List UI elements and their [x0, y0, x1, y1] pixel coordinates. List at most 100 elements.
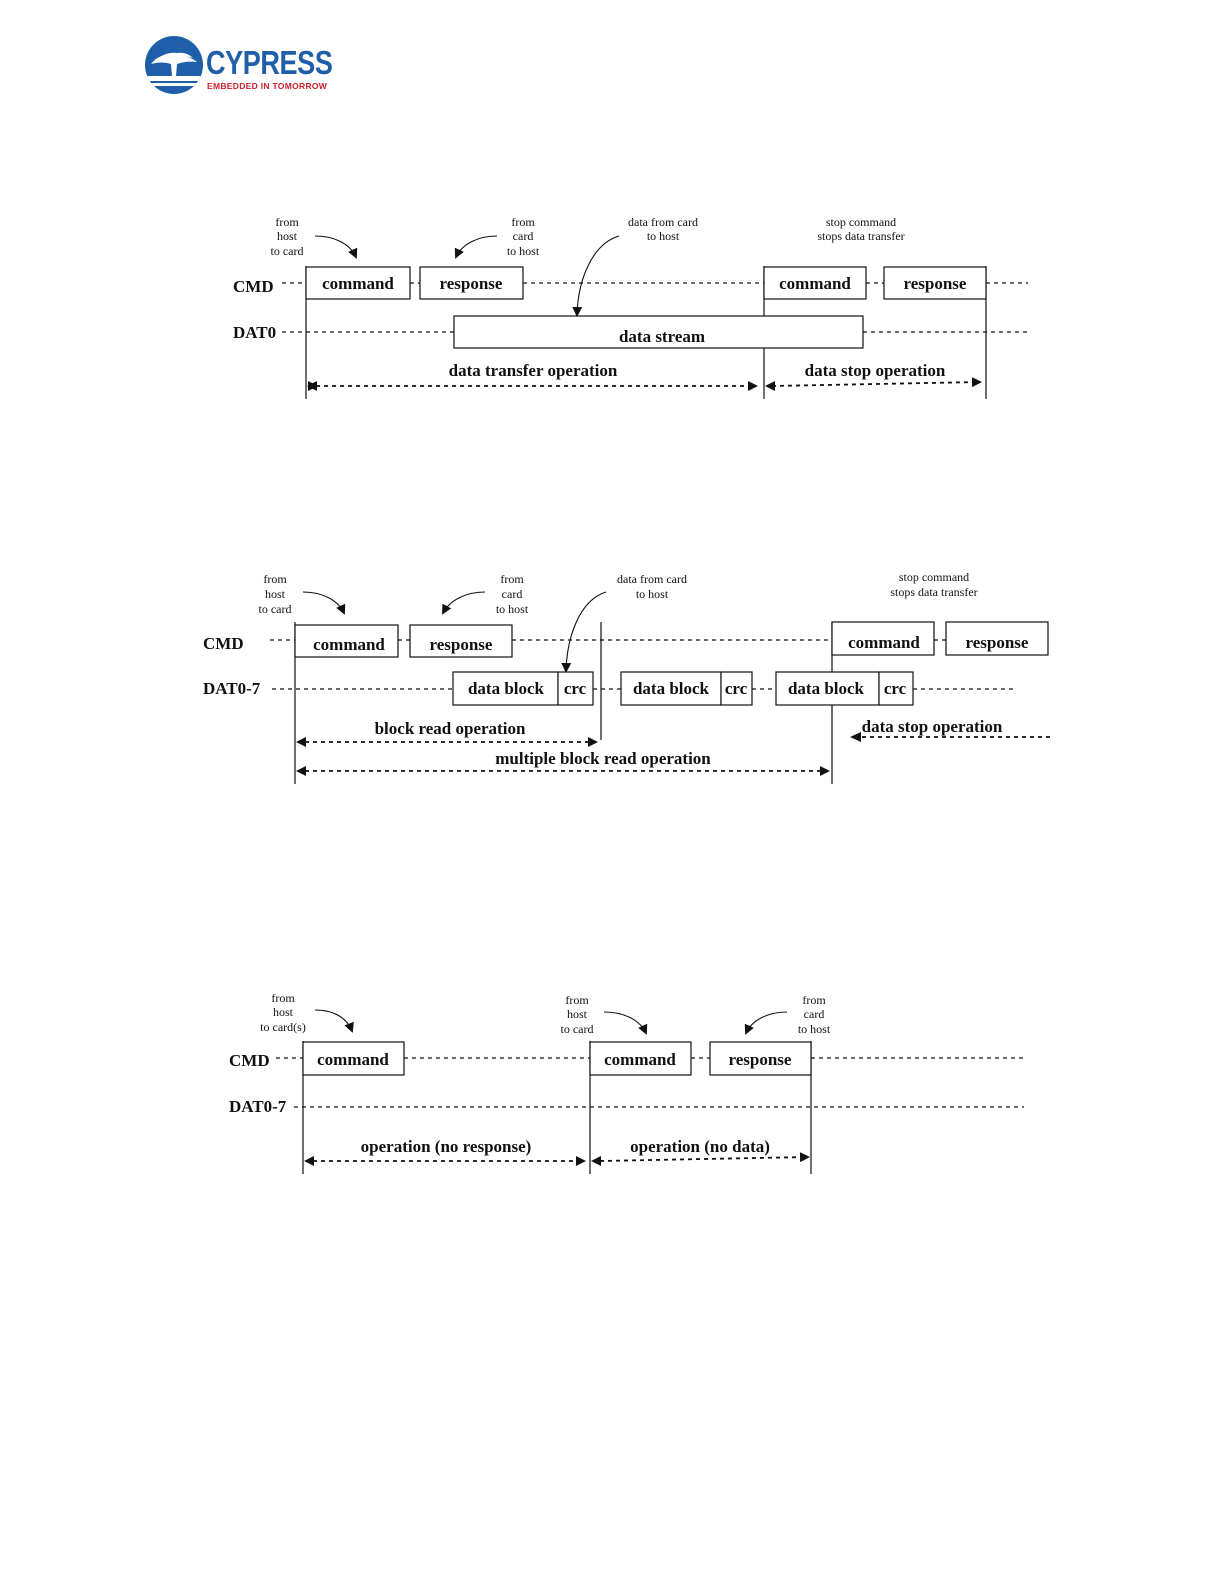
stop-response-box-label: response — [904, 274, 967, 293]
svg-text:host: host — [277, 229, 298, 243]
svg-text:from: from — [263, 572, 287, 586]
stop-response-box — [883, 266, 987, 300]
response-box-label: response — [440, 274, 503, 293]
command-box-label: command — [604, 1050, 676, 1069]
note-card-to-host: from card to host — [507, 215, 540, 258]
command-box — [294, 624, 399, 658]
command-box — [589, 1041, 692, 1076]
svg-text:to host: to host — [798, 1022, 831, 1036]
operation-label-data-stop: data stop operation — [862, 717, 1003, 736]
note-host-to-card: from host to card — [561, 993, 594, 1036]
svg-text:host: host — [567, 1007, 588, 1021]
svg-text:data from card: data from card — [628, 215, 698, 229]
svg-text:from: from — [275, 215, 299, 229]
timing-diagram-multiple-block-read: CMD DAT0-7 c — [203, 570, 1054, 784]
svg-text:to host: to host — [507, 244, 540, 258]
command-box-label: command — [313, 635, 385, 654]
svg-text:stop command: stop command — [826, 215, 896, 229]
svg-text:to host: to host — [636, 587, 669, 601]
signal-lines — [270, 639, 1016, 690]
svg-text:to card(s): to card(s) — [260, 1020, 306, 1034]
signal-label-dat0-7: DAT0-7 — [203, 679, 261, 698]
operation-label-data-stop: data stop operation — [805, 361, 946, 380]
data-block-box-2 — [620, 671, 722, 706]
svg-text:from: from — [802, 993, 826, 1007]
svg-text:stops data transfer: stops data transfer — [890, 585, 977, 599]
timing-diagram-no-data-operations: CMD DAT0-7 command command response from… — [229, 991, 1024, 1174]
signal-label-dat0-7: DAT0-7 — [229, 1097, 287, 1116]
data-block-label-1: data block — [468, 679, 545, 698]
svg-text:from: from — [511, 215, 535, 229]
timing-diagram-stream-read: CMD DAT0 command response data — [233, 215, 1028, 399]
cypress-wordmark: CYPRESS — [206, 44, 333, 81]
note-host-to-card: from host to card — [259, 572, 292, 616]
operation-label-block-read: block read operation — [375, 719, 526, 738]
svg-text:host: host — [265, 587, 286, 601]
crc-box-2 — [720, 671, 753, 706]
operation-arrows — [305, 736, 1054, 776]
signal-label-cmd: CMD — [229, 1051, 270, 1070]
svg-text:card: card — [502, 587, 523, 601]
operation-label-data-transfer: data transfer operation — [449, 361, 618, 380]
signal-label-cmd: CMD — [203, 634, 244, 653]
command-box-label: command — [322, 274, 394, 293]
response-box-label: response — [430, 635, 493, 654]
operation-arrows — [308, 377, 982, 391]
note-stop-command: stop command stops data transfer — [817, 215, 904, 243]
signal-lines — [282, 282, 1028, 333]
signal-label-cmd: CMD — [233, 277, 274, 296]
svg-text:host: host — [273, 1005, 294, 1019]
svg-text:stop command: stop command — [899, 570, 969, 584]
svg-text:to card: to card — [259, 602, 292, 616]
response-box-label: response — [729, 1050, 792, 1069]
stop-command-box-label: command — [848, 633, 920, 652]
response-box — [709, 1041, 812, 1076]
note-card-to-host: from card to host — [496, 572, 529, 616]
stop-command-box-label: command — [779, 274, 851, 293]
cypress-tagline: EMBEDDED IN TOMORROW — [207, 81, 328, 91]
data-block-box-3 — [775, 671, 880, 706]
svg-text:to card: to card — [561, 1022, 594, 1036]
pointer-arrows — [302, 591, 607, 673]
note-host-to-card: from host to card — [271, 215, 304, 258]
data-stream-box — [453, 315, 864, 349]
response-box — [409, 624, 513, 658]
broadcast-command-box-label: command — [317, 1050, 389, 1069]
note-data-from-card: data from card to host — [628, 215, 698, 243]
svg-text:card: card — [513, 229, 534, 243]
response-box — [419, 266, 524, 300]
operation-arrows — [313, 1152, 810, 1166]
note-data-from-card: data from card to host — [617, 572, 687, 601]
svg-text:to host: to host — [496, 602, 529, 616]
pointer-arrows — [314, 235, 620, 317]
svg-text:card: card — [804, 1007, 825, 1021]
crc-box-1 — [557, 671, 594, 706]
data-block-label-2: data block — [633, 679, 710, 698]
data-block-label-3: data block — [788, 679, 865, 698]
note-card-to-host: from card to host — [798, 993, 831, 1036]
crc-label-3: crc — [884, 679, 907, 698]
stop-response-box — [945, 621, 1049, 656]
svg-text:to card: to card — [271, 244, 304, 258]
data-stream-box-label: data stream — [619, 327, 705, 346]
note-stop-command: stop command stops data transfer — [890, 570, 977, 599]
stop-response-box-label: response — [966, 633, 1029, 652]
broadcast-command-box — [302, 1041, 405, 1076]
crc-box-3 — [878, 671, 914, 706]
operation-label-no-response: operation (no response) — [361, 1137, 532, 1156]
cypress-globe-icon — [145, 36, 203, 94]
stop-command-box — [831, 621, 935, 656]
command-box — [305, 266, 411, 300]
operation-label-multiple-block-read: multiple block read operation — [495, 749, 711, 768]
stop-command-box — [763, 266, 867, 300]
svg-text:from: from — [271, 991, 295, 1005]
pointer-arrows — [314, 1009, 788, 1035]
cypress-logo: CYPRESS EMBEDDED IN TOMORROW — [143, 34, 343, 98]
signal-label-dat0: DAT0 — [233, 323, 276, 342]
operation-label-no-data: operation (no data) — [630, 1137, 770, 1156]
crc-label-1: crc — [564, 679, 587, 698]
svg-text:data from card: data from card — [617, 572, 687, 586]
crc-label-2: crc — [725, 679, 748, 698]
svg-text:from: from — [565, 993, 589, 1007]
